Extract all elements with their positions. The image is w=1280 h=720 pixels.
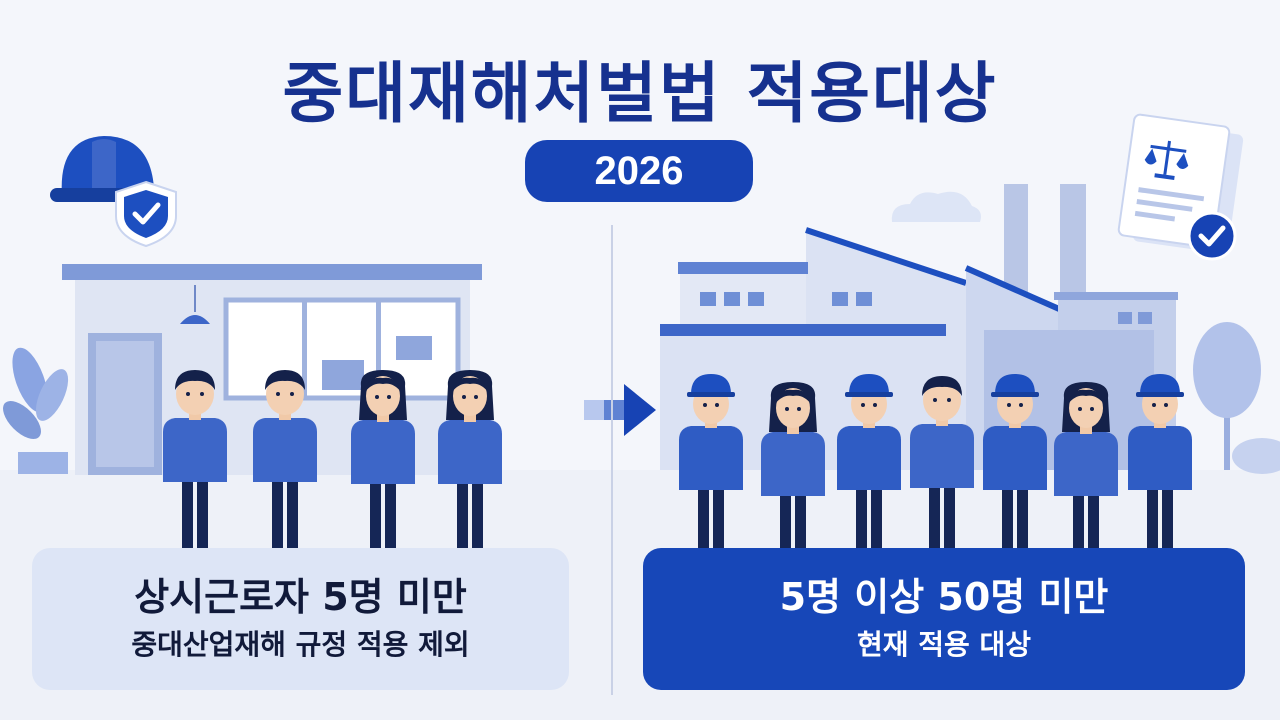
legal-document-scales-check-icon — [1117, 113, 1244, 261]
cloud-decoration — [891, 191, 981, 222]
left-panel-sub-text: 중대산업재해 규정 적용 제외 — [131, 628, 470, 661]
left-info-panel: 상시근로자 5명 미만 중대산업재해 규정 적용 제외 — [32, 548, 569, 690]
right-info-panel: 5명 이상 50명 미만 현재 적용 대상 — [643, 548, 1245, 690]
right-panel-sub-text: 현재 적용 대상 — [856, 628, 1032, 661]
year-badge: 2026 — [525, 140, 753, 202]
hard-hat-shield-check-icon — [50, 136, 177, 248]
center-divider — [611, 225, 613, 695]
left-panel-main-text: 상시근로자 5명 미만 — [134, 575, 467, 619]
tree-decoration — [1193, 322, 1280, 474]
plant-decoration — [3, 347, 69, 474]
worker-left-3 — [351, 370, 415, 556]
worker-right-6 — [1054, 382, 1118, 568]
worker-left-4 — [438, 370, 502, 556]
worker-right-2 — [761, 382, 825, 568]
arrow-right-icon — [584, 384, 656, 436]
right-panel-main-text: 5명 이상 50명 미만 — [779, 575, 1109, 619]
page-title: 중대재해처벌법 적용대상 — [282, 55, 998, 132]
